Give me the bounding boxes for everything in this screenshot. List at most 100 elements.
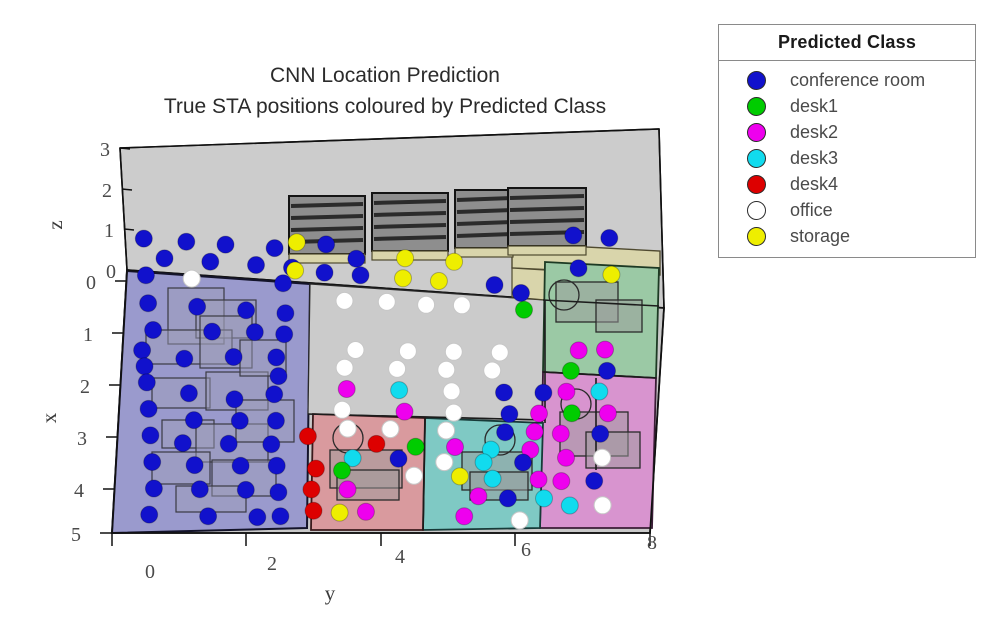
y-tick-0: 0 (145, 561, 155, 583)
legend-item-desk3[interactable]: desk3 (719, 145, 975, 171)
scatter-point (182, 269, 201, 288)
scatter-point (446, 438, 464, 456)
scatter-point (298, 427, 317, 446)
scatter-point (219, 434, 238, 453)
legend-swatch-desk1 (747, 96, 766, 116)
scatter-point (560, 496, 579, 515)
x-ticks (100, 280, 127, 534)
scatter-point (435, 453, 454, 472)
scatter-point (276, 304, 295, 323)
y-ticks (111, 533, 651, 546)
scatter-point (175, 349, 194, 368)
scatter-point (598, 361, 616, 380)
scatter-point (351, 266, 370, 285)
scatter-point (275, 325, 294, 344)
scatter-point (136, 266, 155, 285)
scatter-point (274, 274, 293, 293)
scatter-point (590, 382, 609, 401)
y-tick-4: 4 (395, 546, 405, 568)
scatter-point (600, 229, 619, 247)
scatter-point (561, 361, 580, 380)
scatter-point (338, 419, 357, 438)
scatter-point (247, 256, 265, 274)
scatter-point (585, 471, 604, 490)
scatter-point (141, 426, 160, 445)
scatter-point (225, 390, 244, 409)
scatter-point (389, 449, 408, 468)
legend-box: Predicted Class conference room desk1 de… (718, 24, 976, 258)
scatter-point (512, 284, 530, 302)
scatter-point (591, 424, 610, 443)
legend-item-desk1[interactable]: desk1 (719, 93, 975, 119)
scatter-point (287, 233, 306, 252)
scatter-point (302, 480, 321, 499)
scatter-point (483, 361, 502, 380)
scatter-point (450, 467, 469, 486)
scatter-point (216, 235, 235, 254)
scatter-point (417, 295, 436, 314)
scatter-point (237, 301, 256, 320)
scatter-point (179, 384, 198, 403)
scatter-point (335, 291, 354, 310)
scatter-point (203, 322, 222, 341)
scatter-point (390, 381, 409, 400)
scatter-point (335, 358, 354, 377)
legend-item-desk4[interactable]: desk4 (719, 171, 975, 197)
scatter-point (188, 297, 207, 316)
legend-item-office[interactable]: office (719, 197, 975, 223)
scatter-point (267, 456, 286, 475)
legend-label-desk3: desk3 (790, 147, 839, 168)
scatter-point (144, 479, 163, 498)
legend-label-office: office (790, 199, 833, 220)
legend-item-storage[interactable]: storage (719, 223, 975, 249)
x-tick-1: 1 (83, 324, 93, 346)
scatter-point (510, 511, 529, 530)
scatter-point (569, 341, 588, 360)
scatter-point (139, 294, 158, 313)
legend-item-desk2[interactable]: desk2 (719, 119, 975, 145)
scatter-point (140, 505, 159, 524)
scatter-point (265, 239, 284, 258)
legend-label-desk1: desk1 (790, 95, 839, 116)
scatter-point (596, 340, 614, 359)
scatter-point (495, 383, 513, 402)
legend-items: conference room desk1 desk2 desk3 desk4 … (719, 61, 975, 253)
z-tick-1: 1 (104, 220, 114, 242)
scatter-point (190, 480, 209, 499)
scatter-point (437, 360, 456, 379)
scatter-point (405, 466, 423, 485)
scatter-point (267, 348, 286, 367)
x-tick-4: 4 (74, 480, 84, 502)
legend-item-conference-room[interactable]: conference room (719, 67, 975, 93)
scatter-point (338, 480, 357, 499)
scatter-point (498, 489, 517, 508)
scatter-point (269, 483, 288, 502)
scatter-point (551, 424, 570, 443)
z-ticks (119, 147, 138, 272)
scatter-point (396, 249, 415, 268)
scatter-point (530, 404, 548, 423)
scatter-point (337, 380, 356, 398)
scatter-point (452, 296, 471, 315)
legend-label-conference-room: conference room (790, 69, 926, 90)
x-tick-0: 0 (86, 272, 96, 294)
scatter-point (398, 342, 417, 361)
scatter-point (269, 367, 288, 386)
scatter-point (552, 472, 571, 491)
scatter-point (394, 269, 412, 288)
scatter-point (602, 265, 621, 284)
scatter-point (377, 292, 396, 311)
scatter-point (444, 403, 463, 422)
scatter-point (177, 232, 196, 251)
scatter-point (201, 252, 220, 271)
scatter-point (557, 382, 576, 401)
scatter-point (343, 449, 362, 468)
scatter-point (330, 503, 349, 522)
scatter-point (135, 357, 154, 376)
scatter-points-layer (133, 226, 621, 530)
scatter-point (134, 229, 153, 248)
y-tick-6: 6 (521, 539, 531, 561)
scatter-point (395, 402, 414, 421)
scatter-point (569, 259, 588, 278)
